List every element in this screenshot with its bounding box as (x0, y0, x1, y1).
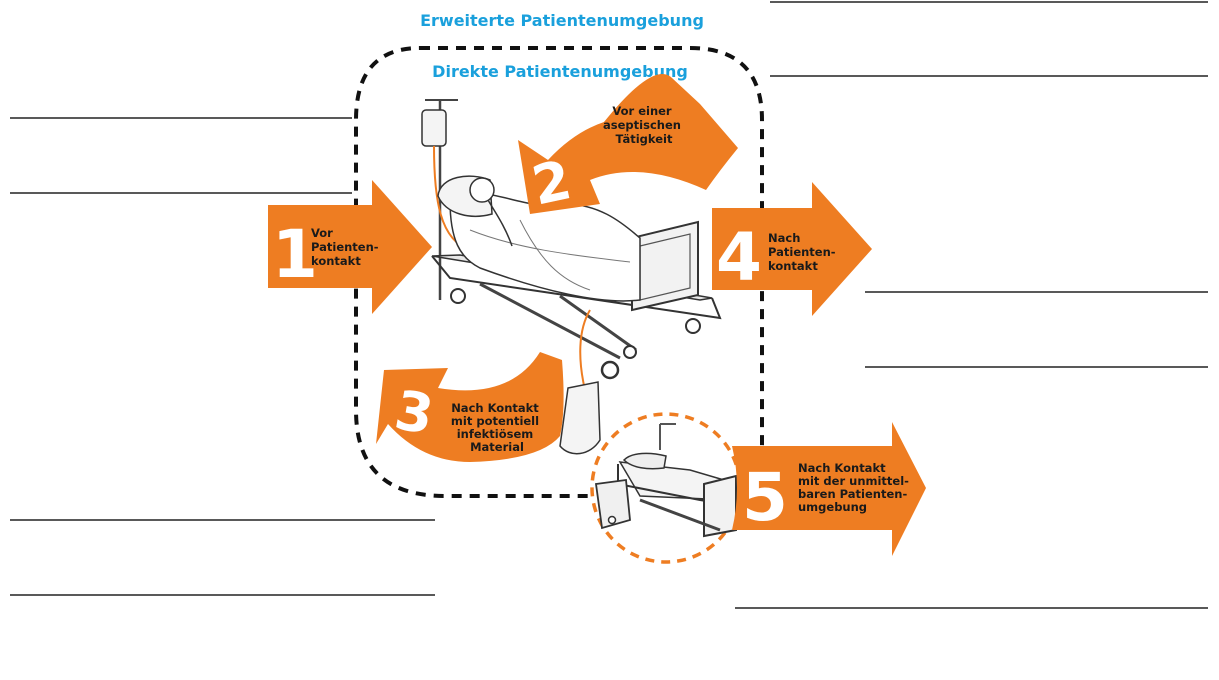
moment-5-label: Nach Kontakt mit der unmittel- baren Pat… (798, 461, 913, 514)
moment-5-number: 5 (742, 459, 788, 536)
moment-3-label-line: infektiösem (457, 427, 534, 441)
moment-3-label: Nach Kontakt mit potentiell infektiösem … (451, 401, 543, 454)
patient-surroundings-circle (590, 412, 742, 564)
moment-2-arrow: 2 Vor einer aseptischen Tätigkeit (518, 73, 738, 218)
moment-1-arrow: 1 Vor Patienten- kontakt (268, 180, 432, 314)
moment-4-arrow: 4 Nach Patienten- kontakt (712, 182, 872, 316)
moment-4-label-line: Nach (768, 231, 800, 245)
inner-zone-title: Direkte Patientenumgebung (432, 62, 688, 81)
moment-1-label-line: Patienten- (311, 240, 379, 254)
moment-5-label-line: Nach Kontakt (798, 461, 886, 475)
answer-lines (10, 1, 1208, 609)
patient-bed-illustration (421, 99, 722, 455)
patient-zone-border (354, 46, 764, 498)
moment-2-label: Vor einer aseptischen Tätigkeit (603, 104, 685, 146)
outer-zone-title: Erweiterte Patientenumgebung (420, 11, 704, 30)
moment-1-label-line: kontakt (311, 254, 361, 268)
moment-4-number: 4 (716, 219, 762, 296)
moment-2-label-line: Vor einer (612, 104, 672, 118)
moment-2-label-line: aseptischen (603, 118, 681, 132)
moment-4-label-line: kontakt (768, 259, 818, 273)
moment-4-label: Nach Patienten- kontakt (768, 231, 840, 273)
moment-5-arrow: 5 Nach Kontakt mit der unmittel- baren P… (732, 422, 926, 556)
moment-3-label-line: Nach Kontakt (451, 401, 539, 415)
moment-3-arrow: 3 Nach Kontakt mit potentiell infektiöse… (376, 352, 564, 462)
moment-5-label-line: baren Patienten- (798, 487, 907, 501)
moment-5-label-line: mit der unmittel- (798, 474, 909, 488)
moment-4-label-line: Patienten- (768, 245, 836, 259)
moment-1-number: 1 (272, 216, 318, 293)
moment-5-label-line: umgebung (798, 500, 867, 514)
moment-3-label-line: Material (470, 440, 524, 454)
moment-1-label-line: Vor (311, 226, 333, 240)
moment-3-label-line: mit potentiell (451, 414, 539, 428)
moment-2-label-line: Tätigkeit (616, 132, 673, 146)
moment-1-label: Vor Patienten- kontakt (311, 226, 383, 268)
